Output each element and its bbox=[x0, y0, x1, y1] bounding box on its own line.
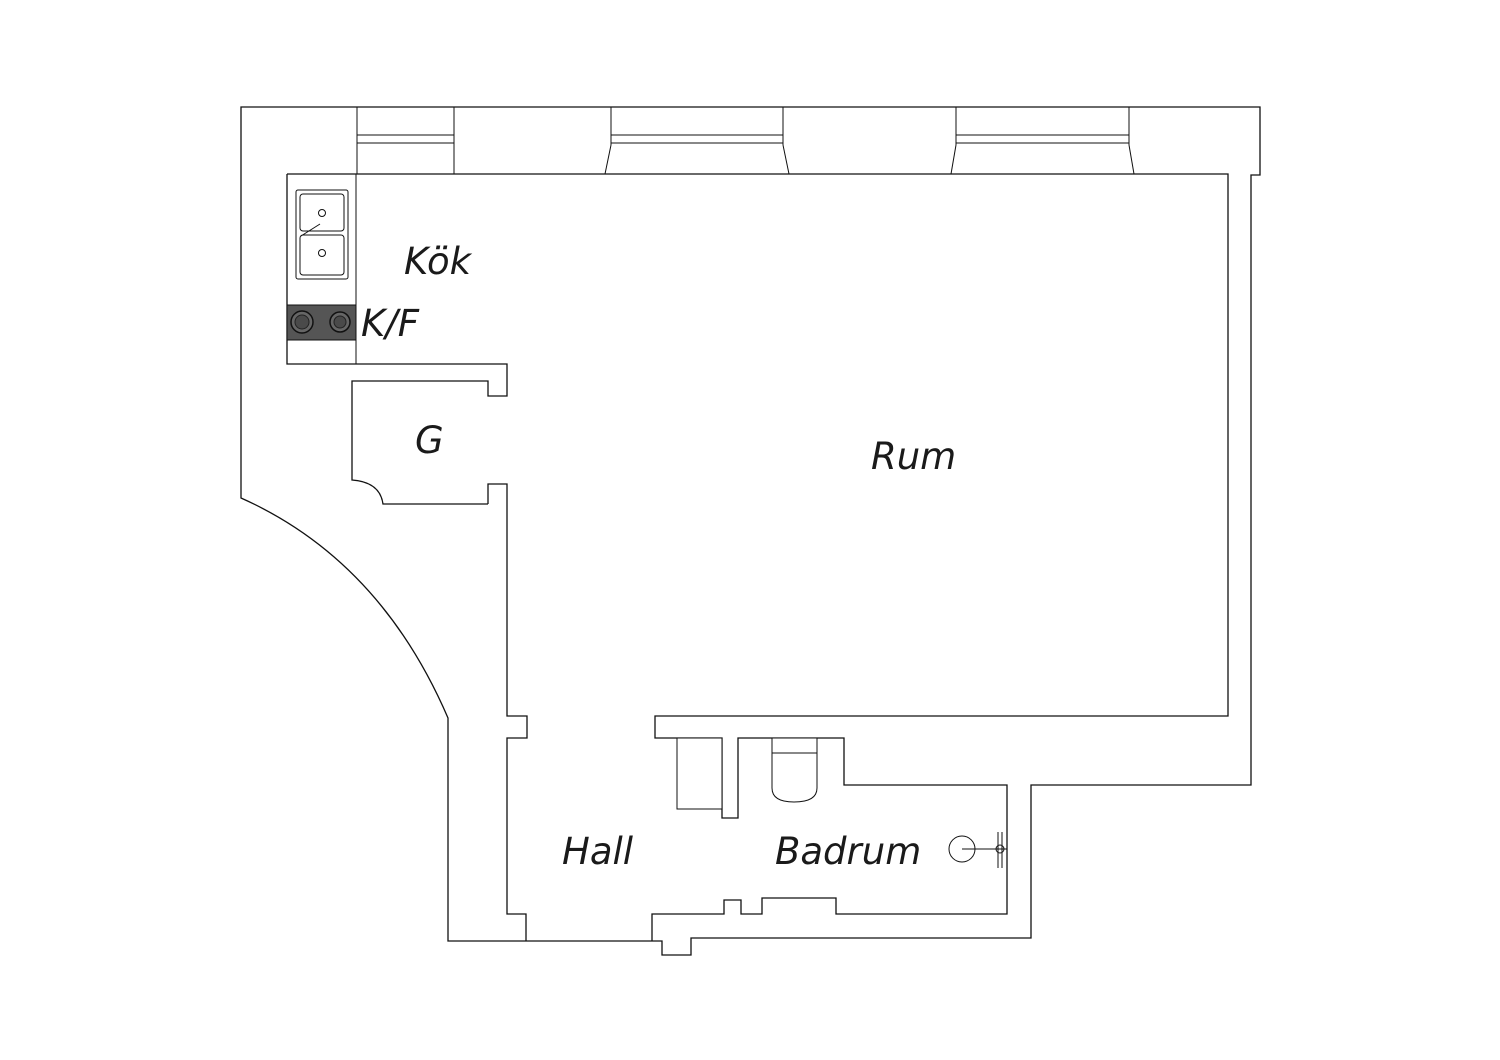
room-label-fridge-freezer: K/F bbox=[361, 302, 420, 345]
stove-icon bbox=[286, 304, 357, 341]
kitchen-counter bbox=[286, 174, 508, 505]
outer-wall bbox=[240, 106, 1261, 956]
hall-wall bbox=[487, 483, 528, 941]
room-label-living-room: Rum bbox=[871, 435, 957, 478]
inner-wall-rum bbox=[287, 173, 1229, 941]
room-label-bathroom: Badrum bbox=[775, 830, 922, 873]
windows bbox=[356, 107, 1135, 175]
toilet-icon bbox=[771, 737, 818, 803]
washbasin-icon bbox=[676, 737, 723, 810]
shower-icon bbox=[948, 832, 1007, 868]
room-label-wardrobe: G bbox=[415, 419, 444, 462]
room-label-kitchen: Kök bbox=[404, 240, 472, 283]
sink-icon bbox=[295, 189, 349, 280]
room-label-hall: Hall bbox=[562, 830, 634, 873]
